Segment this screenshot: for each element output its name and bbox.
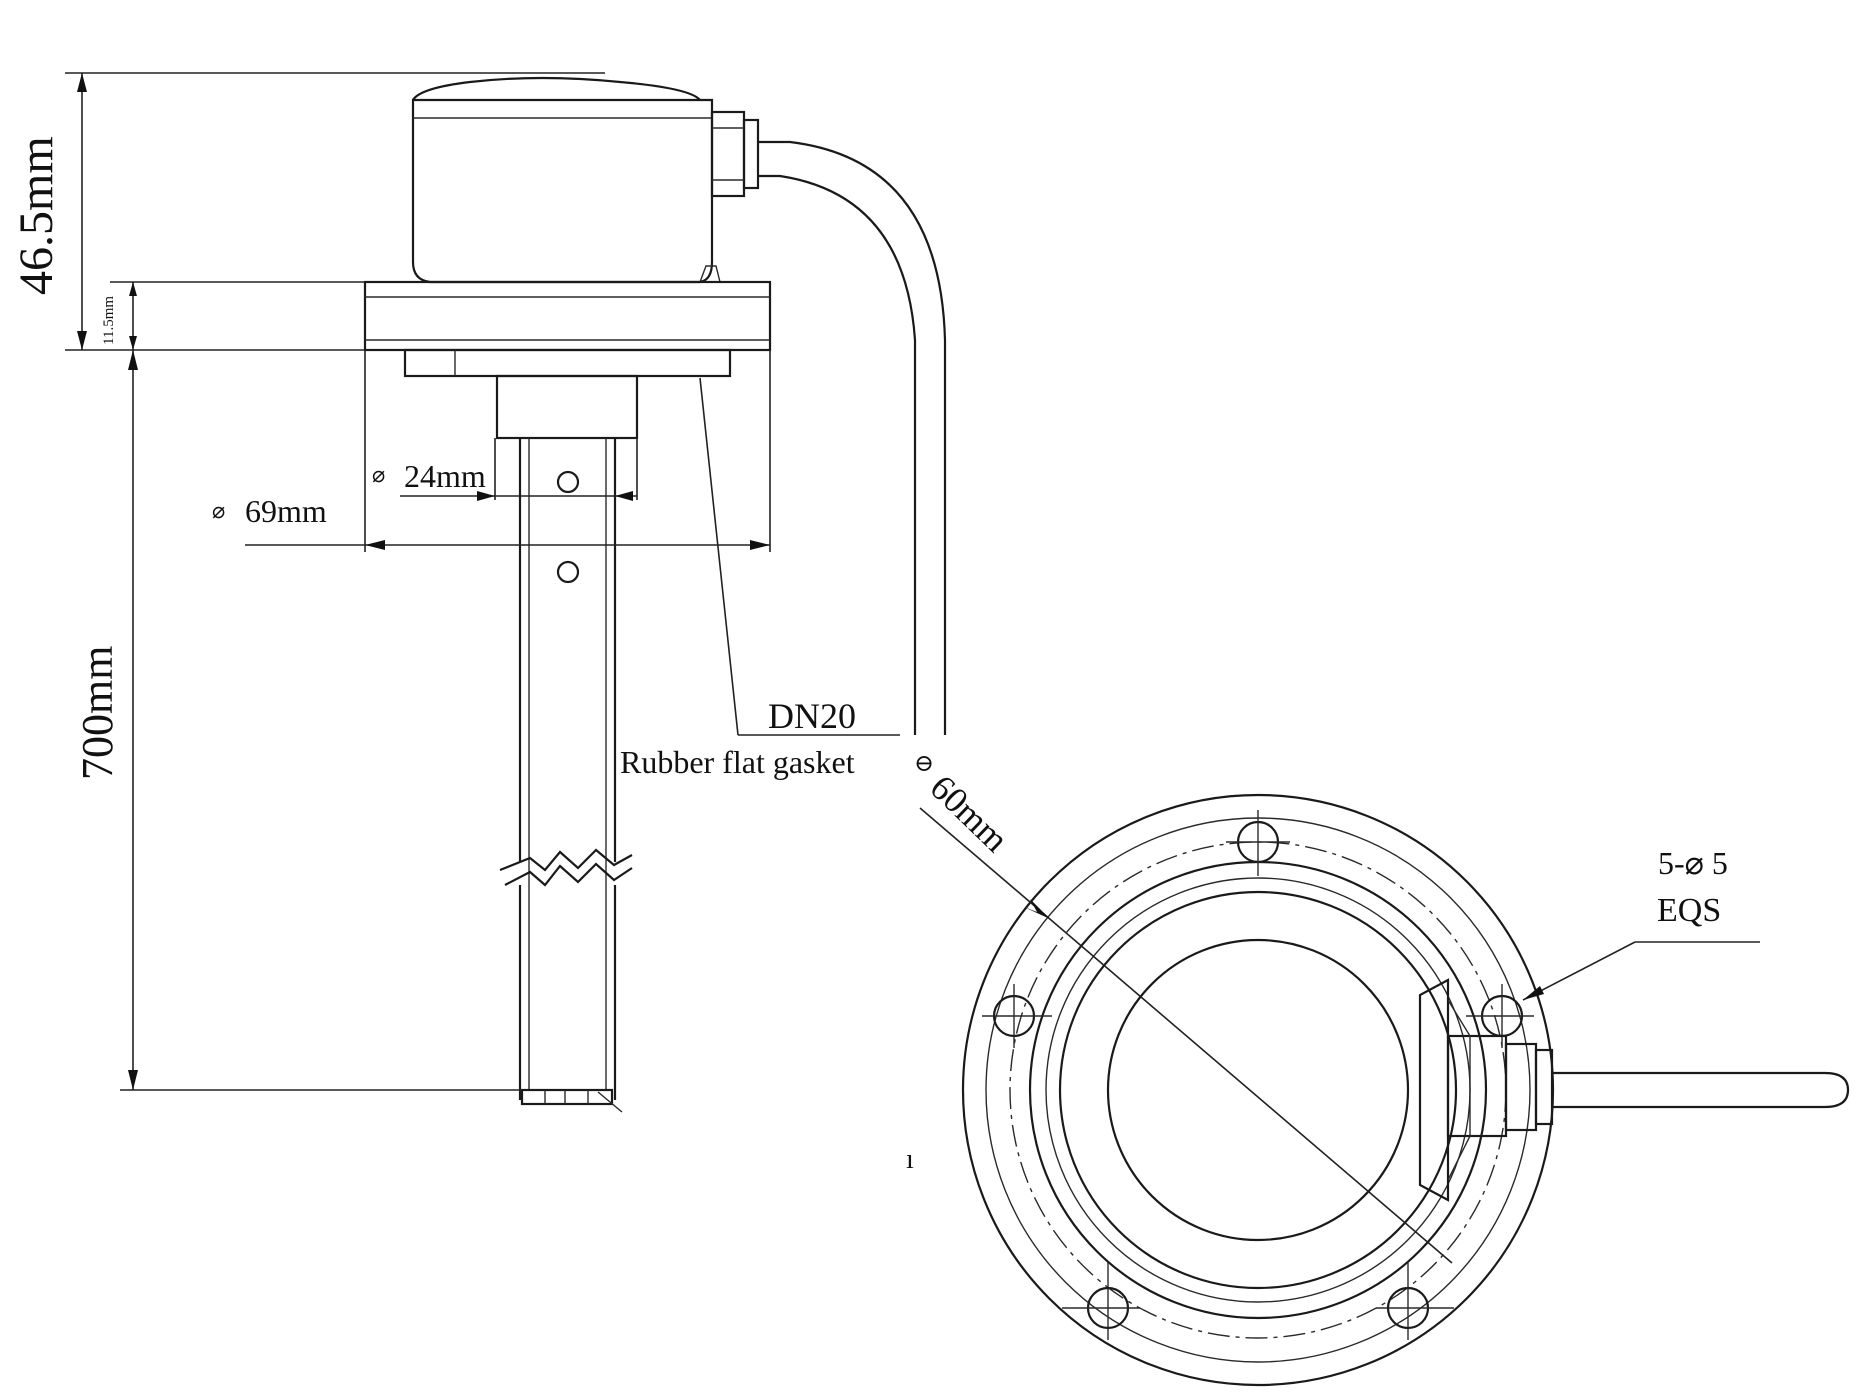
probe-hole-1 — [556, 470, 580, 494]
label-holes: 5-⌀ 5 — [1658, 845, 1728, 881]
label-gasket: Rubber flat gasket — [620, 744, 855, 780]
cable-top-view — [1552, 1071, 1850, 1109]
bolt-circle — [1009, 841, 1507, 1339]
side-view — [363, 76, 947, 1113]
label-gasket-symbol: ⊖ — [914, 751, 934, 777]
label-probe-length: 700mm — [73, 646, 122, 780]
bolt-holes — [982, 810, 1534, 1340]
label-flange-thickness: 11.5mm — [101, 296, 117, 345]
labels: 46.5mm 11.5mm 700mm ⌀ 24mm ⌀ 69mm DN20 R… — [10, 136, 1728, 1175]
flange-outline — [961, 793, 1555, 1387]
cable-gland — [710, 110, 746, 198]
break-line — [499, 848, 633, 872]
label-thread-size: DN20 — [768, 696, 856, 736]
probe-end — [520, 1088, 614, 1106]
center-bore — [1106, 938, 1410, 1242]
dimensions-side-view — [65, 72, 900, 1091]
label-probe-diameter: 24mm — [404, 458, 486, 494]
probe-tube — [518, 438, 617, 1100]
gland-top-view — [1418, 978, 1850, 1202]
probe-hole-2 — [556, 560, 580, 584]
label-stray-mark: ı — [906, 1144, 914, 1175]
label-bolt-circle: 60mm — [922, 767, 1016, 860]
thread-section — [495, 374, 639, 440]
label-probe-diameter-symbol: ⌀ — [372, 462, 385, 487]
cable — [758, 140, 947, 735]
housing-body — [411, 98, 714, 284]
label-flange-diameter-symbol: ⌀ — [212, 498, 225, 523]
label-height-top: 46.5mm — [10, 136, 63, 295]
label-holes-spacing: EQS — [1657, 892, 1721, 929]
top-view — [961, 793, 1850, 1387]
housing-dome — [412, 76, 701, 101]
gasket — [403, 348, 732, 378]
housing-ring-inner — [1058, 890, 1458, 1290]
dimensions-top-view — [919, 807, 1760, 1264]
label-flange-diameter: 69mm — [245, 493, 327, 529]
housing-ring-outer — [1028, 860, 1488, 1320]
